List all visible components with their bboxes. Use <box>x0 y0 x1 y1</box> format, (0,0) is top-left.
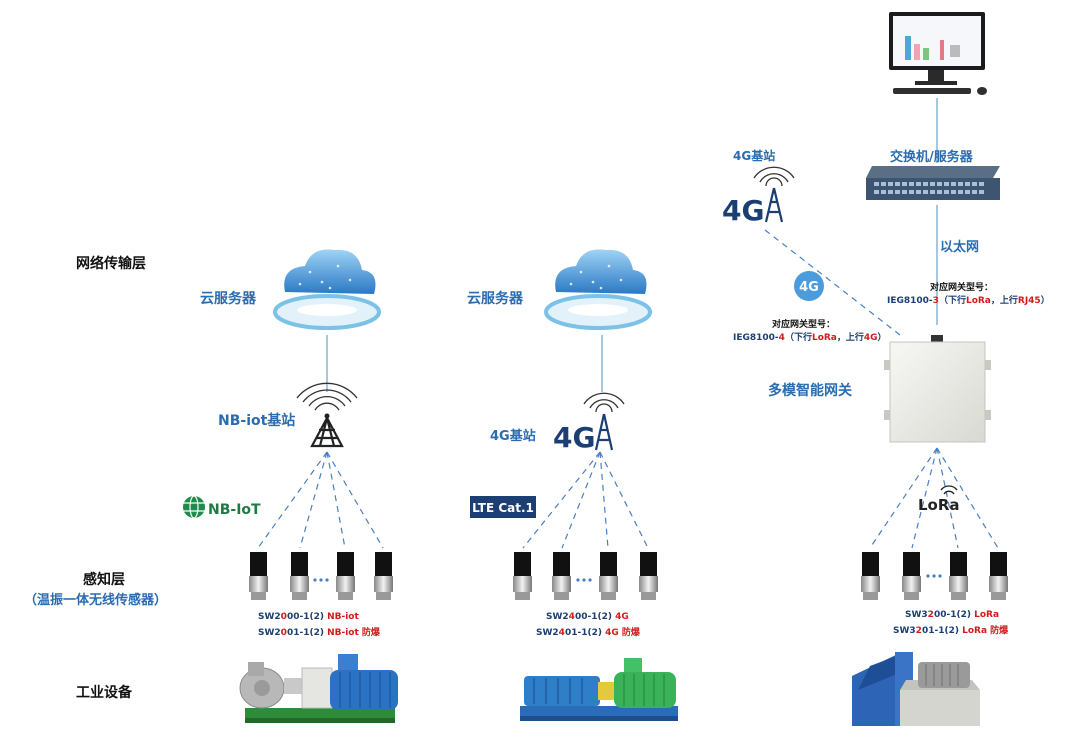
gateway-label: 多模智能网关 <box>768 383 852 399</box>
sensor-model-nbiot-a: SW2000-1(2) NB-iot <box>258 612 359 622</box>
4g-station-label-top: 4G基站 <box>733 149 776 163</box>
svg-text:4G: 4G <box>799 280 819 295</box>
layer-label-equipment: 工业设备 <box>76 685 132 701</box>
ellipsis-dots <box>926 574 942 578</box>
4g-station-label: 4G基站 <box>490 429 536 444</box>
nbiot-fan-lines <box>257 451 384 549</box>
sensor-model-4g-b: SW2401-1(2) 4G 防爆 <box>536 628 640 638</box>
4g-tower-text-top: 4G <box>722 194 764 227</box>
sensor-icon <box>599 552 618 600</box>
switch-icon <box>866 166 1000 200</box>
connections <box>257 98 999 549</box>
sensor-icon <box>639 552 658 600</box>
layer-label-network: 网络传输层 <box>76 256 146 272</box>
sensor-icon <box>949 552 968 600</box>
nbiot-station-label: NB-iot基站 <box>218 413 296 429</box>
ellipsis-dots <box>313 578 329 582</box>
sensor-group-nbiot <box>249 552 393 600</box>
cloud-icon-2 <box>544 249 652 330</box>
4g-tower-icon-top: 4G <box>722 166 795 227</box>
lora-logo-badge: LoRa <box>918 485 960 514</box>
sensor-icon <box>374 552 393 600</box>
lte-cat1-badge: LTE Cat.1 <box>470 496 536 518</box>
sensor-group-4g <box>513 552 658 600</box>
sensor-group-lora <box>861 552 1008 600</box>
sensor-model-lora-b: SW3201-1(2) LoRa 防爆 <box>893 626 1009 636</box>
nbiot-logo-badge: NB-IoT <box>180 492 261 522</box>
nbiot-tower-icon <box>296 382 358 448</box>
sensor-icon <box>861 552 880 600</box>
sensor-model-4g-a: SW2400-1(2) 4G <box>546 612 629 622</box>
svg-text:LTE Cat.1: LTE Cat.1 <box>472 501 534 515</box>
pump-motor-icon-2 <box>520 658 678 721</box>
sensor-icon <box>989 552 1008 600</box>
ellipsis-dots <box>576 578 592 582</box>
sensor-icon <box>552 552 571 600</box>
gateway-model-3: IEG8100-3（下行LoRa，上行RJ45） <box>887 296 1050 306</box>
switch-server-label: 交换机/服务器 <box>890 150 973 165</box>
cloud-server-label-2: 云服务器 <box>467 291 523 307</box>
gateway-device-icon <box>884 335 991 443</box>
sensor-icon <box>249 552 268 600</box>
sensor-icon <box>513 552 532 600</box>
svg-text:LoRa: LoRa <box>918 496 960 514</box>
4g-tower-text: 4G <box>553 421 595 454</box>
fan-motor-icon <box>852 652 980 726</box>
sensor-icon <box>290 552 309 600</box>
sensor-icon <box>902 552 921 600</box>
sensor-model-nbiot-b: SW2001-1(2) NB-iot 防爆 <box>258 628 380 638</box>
monitor-icon <box>889 12 987 95</box>
layer-label-sensing: 感知层 <box>83 572 125 588</box>
gateway-model-title-3: 对应网关型号： <box>930 283 994 293</box>
4g-circle-badge: 4G <box>794 271 824 301</box>
layer-label-sensing-sub: （温振一体无线传感器） <box>24 593 168 608</box>
sensor-icon <box>336 552 355 600</box>
gateway-model-title-4: 对应网关型号： <box>772 320 836 330</box>
cloud-icon-1 <box>273 249 381 330</box>
sensor-model-lora-a: SW3200-1(2) LoRa <box>905 610 1000 620</box>
4g-fan-lines <box>522 451 649 549</box>
gateway-model-4: IEG8100-4（下行LoRa，上行4G） <box>733 333 887 343</box>
4g-tower-icon: 4G <box>553 392 625 454</box>
lora-fan-lines <box>869 447 999 549</box>
svg-text:NB-IoT: NB-IoT <box>208 502 261 518</box>
cloud-server-label-1: 云服务器 <box>200 291 256 307</box>
pump-motor-icon-1 <box>239 654 398 723</box>
ethernet-label: 以太网 <box>940 240 980 255</box>
